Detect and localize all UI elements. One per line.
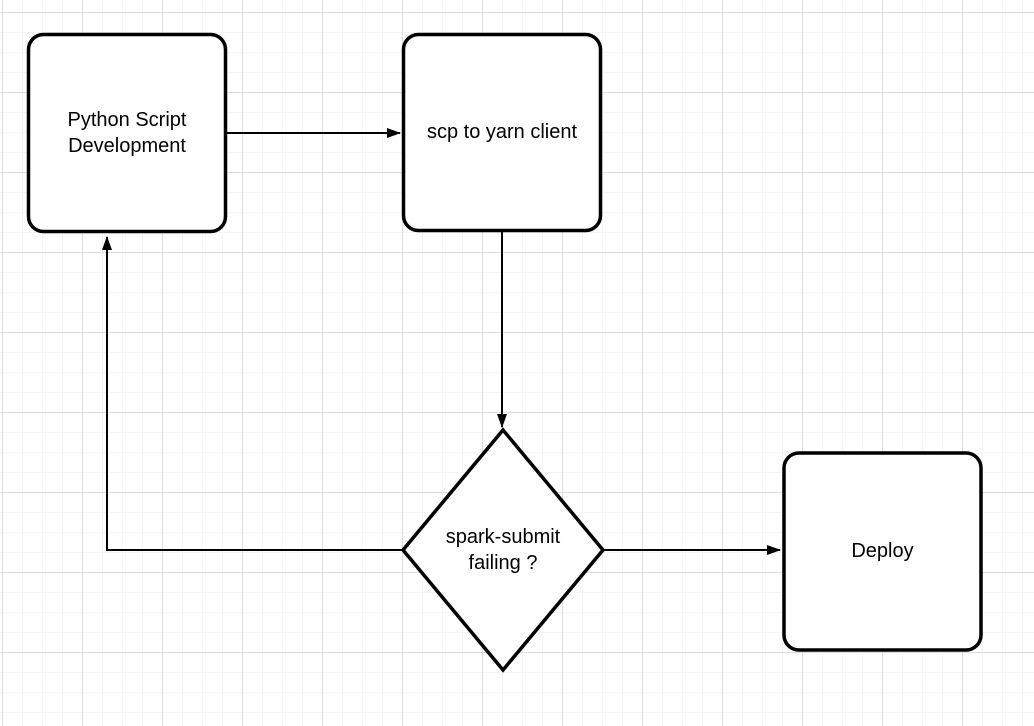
node-spark-submit-failing-decision[interactable] [400, 427, 606, 673]
node-python-script-development[interactable] [26, 32, 228, 234]
edge-decision-to-python-loopback[interactable] [102, 236, 403, 551]
node-scp-to-yarn-client[interactable] [401, 32, 603, 233]
node-deploy[interactable] [782, 451, 983, 652]
